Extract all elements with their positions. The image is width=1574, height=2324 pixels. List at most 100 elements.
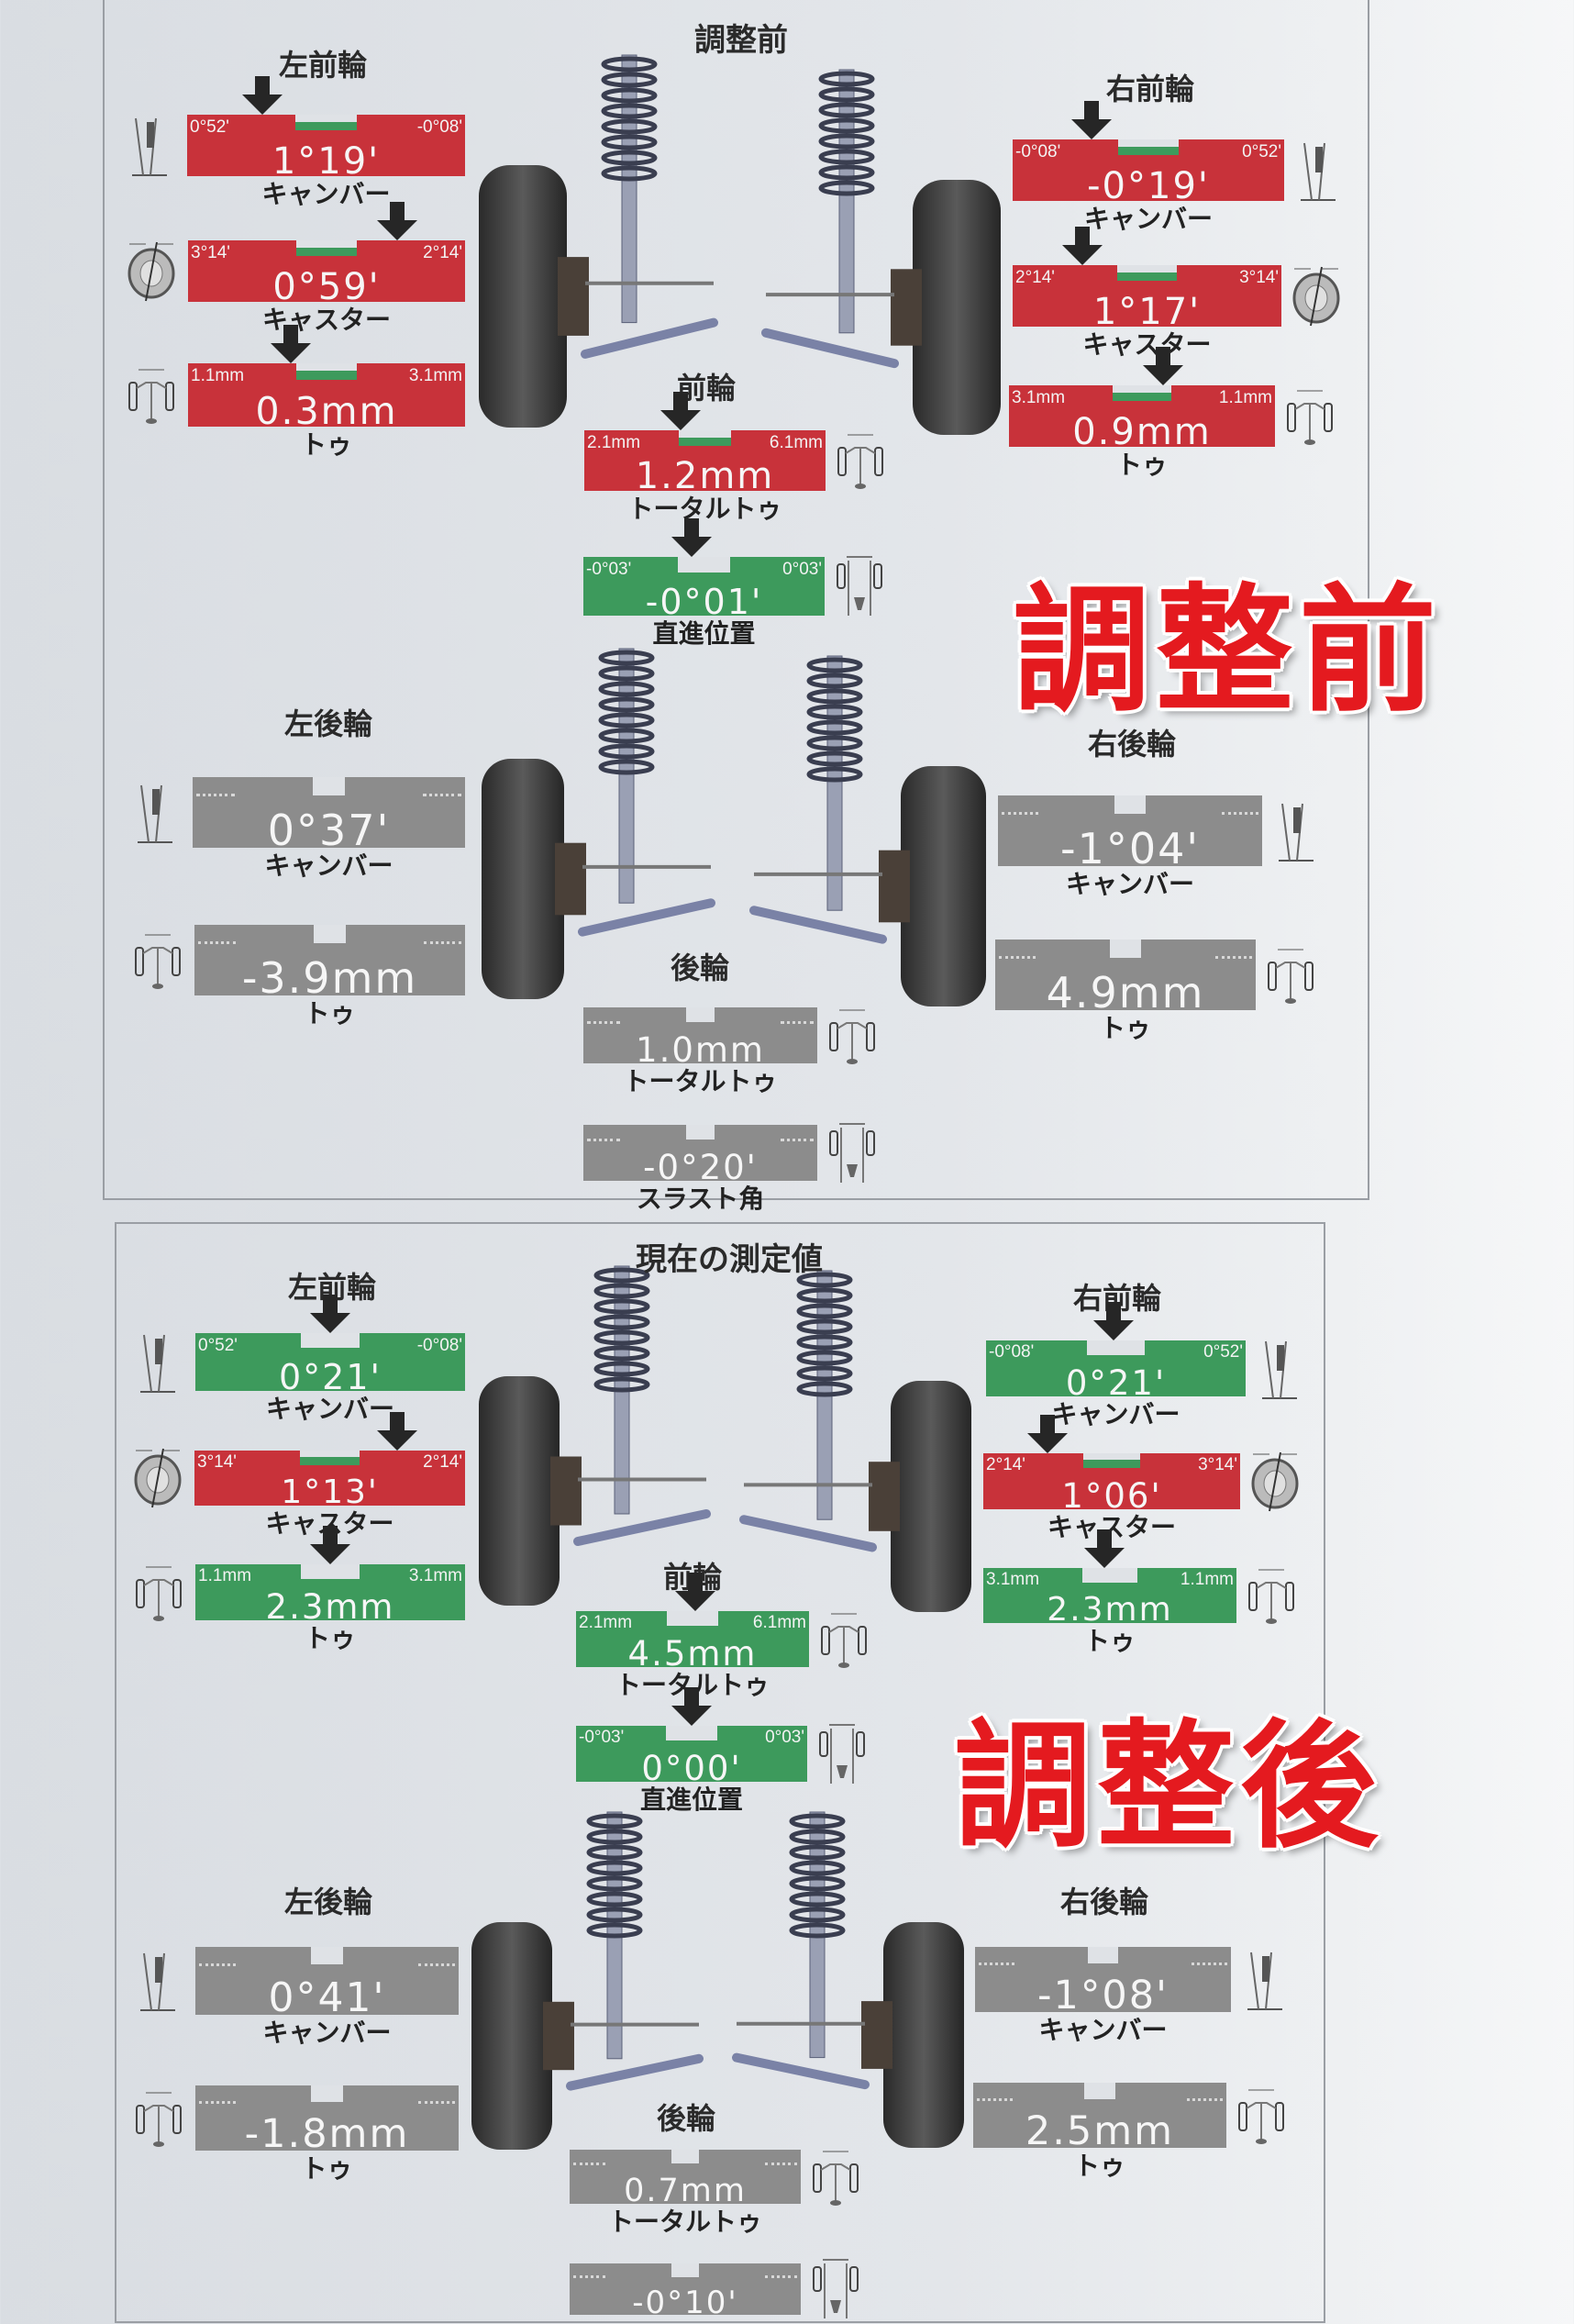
gauge-label: キャンバー	[1083, 204, 1213, 234]
after-stamp: 調整後	[954, 1707, 1384, 1867]
tolerance-notch	[311, 1947, 343, 1965]
gauge-value: 0°59'	[272, 266, 381, 308]
gauge-rf-caster: 2°14'3°14'1°17'キャスター	[1013, 227, 1340, 360]
coil	[601, 103, 658, 119]
gauge-value: 4.9mm	[1046, 968, 1205, 1017]
section-label-rear-left: 左後輪	[283, 706, 373, 741]
tolerance-notch	[300, 1451, 360, 1465]
gauge-max: 6.1mm	[769, 432, 823, 452]
control-arm	[573, 1509, 711, 1546]
section-label-front-right: 右前輪	[1105, 72, 1195, 106]
gauge-label: キャンバー	[265, 1394, 394, 1424]
tolerance-notch	[1081, 1568, 1138, 1583]
hub	[861, 2001, 892, 2069]
coil	[586, 1829, 643, 1845]
gauge-label: トゥ	[1073, 2151, 1125, 2181]
gauge-max: 0°03'	[765, 1728, 804, 1748]
gauge-lf-caster: 3°14'2°14'1°13'キャスター	[134, 1412, 465, 1539]
toe-diagram-icon	[1238, 2089, 1284, 2144]
tire	[471, 1922, 552, 2150]
toe-diagram-icon	[136, 1566, 182, 1621]
gauge-label: トゥ	[1083, 1626, 1136, 1656]
gauge-label: トゥ	[301, 2153, 353, 2184]
toe-diagram-icon	[136, 2092, 182, 2147]
tolerance-notch	[686, 1007, 715, 1022]
camber-diagram-icon	[1262, 1340, 1297, 1399]
gauge-label: トゥ	[300, 429, 352, 460]
gauge-label: キャンバー	[1065, 869, 1194, 899]
gauge-label: キャンバー	[1051, 1399, 1180, 1429]
coil	[601, 72, 658, 88]
gauge-rf-camber: -0°08'0°52'0°21'キャンバー	[986, 1302, 1297, 1429]
gauge-min: 3.1mm	[986, 1570, 1040, 1590]
dotted-line	[423, 941, 461, 945]
coil	[598, 759, 655, 775]
gauge-label: トータルトゥ	[607, 2207, 762, 2237]
gauge-value: 1.0mm	[636, 1030, 765, 1070]
coil	[593, 1361, 650, 1377]
tolerance-notch	[1109, 940, 1142, 959]
hub	[543, 2001, 574, 2071]
control-arm	[566, 2053, 704, 2091]
gauge-thrust-angle: -0°10'	[570, 2259, 859, 2321]
strut	[826, 655, 843, 911]
toe-diagram-icon	[1248, 1569, 1294, 1624]
coil	[598, 681, 655, 697]
gauge-min: 1.1mm	[198, 1566, 252, 1586]
gauge-max: 1.1mm	[1180, 1570, 1234, 1590]
gauge-value: -0°10'	[632, 2285, 738, 2321]
coil	[818, 133, 875, 150]
coil	[586, 1907, 643, 1923]
gauge-value: 0.3mm	[255, 389, 398, 433]
tolerance-notch	[311, 2085, 343, 2103]
tire	[901, 766, 986, 1006]
camber-diagram-icon	[1247, 1951, 1282, 2010]
gauge-max: 3°14'	[1198, 1455, 1237, 1475]
gauge-value: -3.9mm	[241, 953, 418, 1003]
gauge-max: -0°08'	[416, 1335, 462, 1355]
tolerance-zone	[295, 121, 357, 131]
coil	[818, 102, 875, 118]
gauge-min: 0°52'	[198, 1335, 238, 1355]
gauge-value: -0°20'	[643, 1148, 758, 1187]
gauge-lr-camber: 0°37'キャンバー	[138, 777, 465, 881]
tolerance-notch	[671, 2150, 700, 2164]
coil	[598, 696, 655, 713]
tolerance-notch	[295, 363, 358, 380]
dotted-line	[573, 2275, 606, 2279]
before-panel	[103, 0, 1369, 1200]
coil	[601, 118, 658, 135]
gauge-max: 1.1mm	[1218, 387, 1272, 407]
tire	[913, 180, 1001, 435]
coil	[601, 134, 658, 150]
tolerance-notch	[312, 777, 346, 796]
car-diagram-icon	[829, 1122, 875, 1183]
tolerance-notch	[1117, 265, 1177, 282]
gauge-min: 0°52'	[190, 117, 229, 137]
control-arm	[581, 317, 718, 359]
coil	[601, 87, 658, 104]
gauge-rr-camber: -1°08'キャンバー	[975, 1947, 1282, 2045]
tolerance-notch	[1118, 139, 1179, 156]
dotted-line	[999, 956, 1036, 960]
coil	[586, 1922, 643, 1939]
dotted-line	[979, 1963, 1015, 1966]
gauge-min: 2.1mm	[579, 1613, 633, 1633]
toe-diagram-icon	[128, 369, 174, 424]
dotted-line	[1191, 1963, 1227, 1966]
coil	[593, 1376, 650, 1393]
dotted-line	[764, 2275, 797, 2279]
section-label-rear: 後輪	[656, 2101, 716, 2136]
dotted-line	[764, 2163, 797, 2166]
gauge-label: キャンバー	[264, 851, 394, 881]
tire	[479, 1376, 560, 1606]
gauge-value: 1°17'	[1092, 291, 1202, 333]
gauge-label: トータルトゥ	[623, 1066, 778, 1096]
gauge-max: 0°52'	[1242, 141, 1281, 161]
hub	[891, 269, 922, 346]
coil	[806, 673, 863, 689]
